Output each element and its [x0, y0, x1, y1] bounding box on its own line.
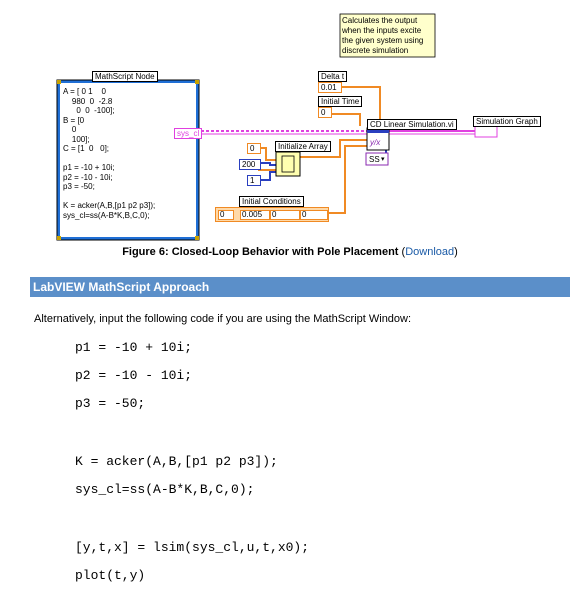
mathscript-node-title: MathScript Node: [92, 71, 158, 82]
array-element[interactable]: 0.005: [240, 210, 270, 220]
caption-text: Figure 6: Closed-Loop Behavior with Pole…: [122, 246, 399, 258]
array-element[interactable]: 0: [270, 210, 300, 220]
dropdown-arrow-icon[interactable]: ▾: [381, 156, 385, 163]
figure-caption: Figure 6: Closed-Loop Behavior with Pole…: [0, 246, 580, 258]
cd-linear-simulation-label: CD Linear Simulation.vi: [367, 119, 457, 130]
comment-box: [339, 13, 436, 58]
simulation-graph-label: Simulation Graph: [473, 116, 541, 127]
initial-time-label: Initial Time: [318, 96, 363, 107]
code-line: plot(t,y): [75, 568, 146, 583]
ss-selector[interactable]: [365, 152, 389, 166]
code-line: [y,t,x] = lsim(sys_cl,u,t,x0);: [75, 540, 310, 555]
array-index[interactable]: 0: [218, 210, 234, 220]
code-line: p3 = -50;: [75, 396, 146, 411]
initial-conditions-array[interactable]: 0 0.005 0 0: [215, 207, 329, 222]
caption-open-paren: (: [398, 246, 406, 258]
svg-text:y/x: y/x: [369, 138, 381, 147]
orange-wires: [258, 86, 381, 214]
block-diagram: y/x Calculates the output when the input…: [0, 0, 580, 245]
sys-cl-output[interactable]: sys_cl: [174, 128, 203, 139]
intro-text: Alternatively, input the following code …: [34, 313, 412, 325]
initialize-array-label: Initialize Array: [275, 141, 331, 152]
code-line: p2 = -10 - 10i;: [75, 368, 193, 383]
simulation-graph-terminal[interactable]: [474, 125, 498, 138]
caption-close-paren: ): [454, 246, 458, 258]
delta-t-control[interactable]: 0.01: [318, 82, 342, 93]
constant-one[interactable]: 1: [247, 175, 261, 186]
delta-t-label: Delta t: [318, 71, 348, 82]
initial-time-control[interactable]: 0: [318, 107, 332, 118]
code-line: p1 = -10 + 10i;: [75, 340, 193, 355]
array-element[interactable]: 0: [300, 210, 328, 220]
block-diagram-canvas: y/x: [56, 13, 498, 241]
constant-200[interactable]: 200: [239, 159, 261, 170]
mathscript-code[interactable]: A = [ 0 1 0 980 0 -2.8 0 0 -100]; B = [0…: [63, 87, 156, 220]
initial-conditions-label: Initial Conditions: [239, 196, 304, 207]
code-line: K = acker(A,B,[p1 p2 p3]);: [75, 454, 278, 469]
comment-text: Calculates the output when the inputs ex…: [342, 16, 424, 55]
code-line: sys_cl=ss(A-B*K,B,C,0);: [75, 482, 255, 497]
download-link[interactable]: Download: [405, 246, 455, 258]
section-header: LabVIEW MathScript Approach: [30, 277, 570, 297]
ss-label: SS: [369, 155, 380, 164]
constant-zero[interactable]: 0: [247, 143, 261, 154]
